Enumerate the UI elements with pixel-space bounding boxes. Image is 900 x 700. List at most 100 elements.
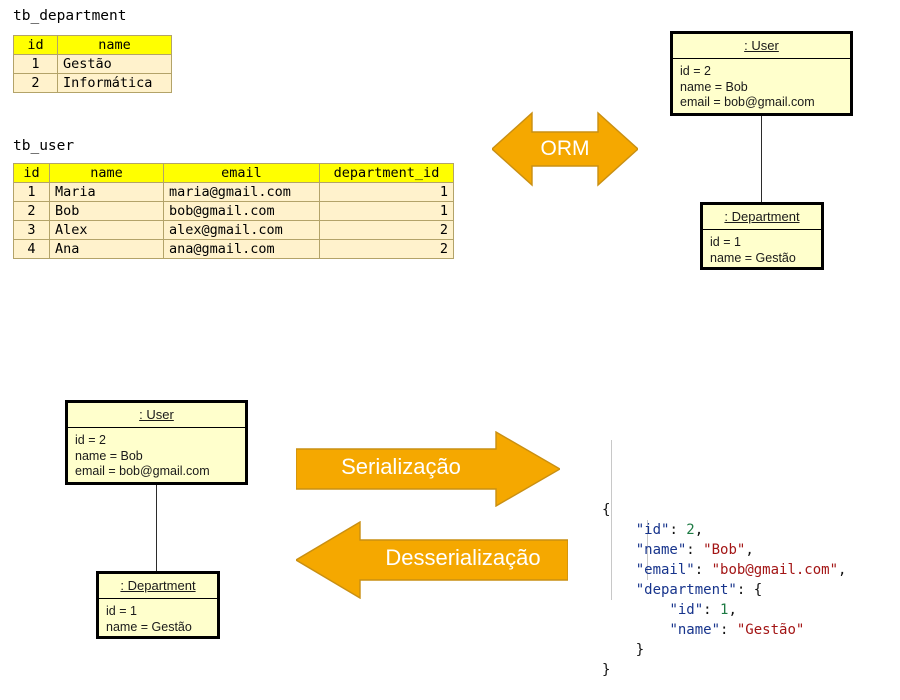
uml-title-text: : Department bbox=[724, 209, 800, 224]
table-row: 2 Bob bob@gmail.com 1 bbox=[13, 201, 454, 221]
cell-name: Gestão bbox=[57, 54, 172, 74]
uml-object-user-top: : User id = 2 name = Bob email = bob@gma… bbox=[670, 31, 853, 116]
json-token: "id" bbox=[669, 602, 704, 618]
cell-email: bob@gmail.com bbox=[163, 201, 320, 221]
json-token: "department" bbox=[635, 582, 737, 598]
table-row: 4 Ana ana@gmail.com 2 bbox=[13, 239, 454, 259]
json-line: } bbox=[602, 640, 892, 660]
cell-id: 1 bbox=[13, 54, 58, 74]
json-token: "Bob" bbox=[703, 542, 746, 558]
uml-title-text: : User bbox=[744, 38, 779, 53]
cell-id: 2 bbox=[13, 201, 50, 221]
uml-attribute: id = 1 bbox=[106, 604, 137, 618]
json-token: 1 bbox=[720, 602, 729, 618]
uml-attributes: id = 1 name = Gestão bbox=[99, 599, 217, 640]
json-token: "Gestão" bbox=[736, 622, 805, 638]
uml-title: : Department bbox=[703, 205, 821, 230]
uml-attribute: email = bob@gmail.com bbox=[75, 464, 210, 478]
uml-object-department-bottom: : Department id = 1 name = Gestão bbox=[96, 571, 220, 639]
cell-name: Maria bbox=[49, 182, 164, 202]
json-token: } bbox=[635, 642, 645, 658]
indent-guide-level-2 bbox=[647, 520, 648, 580]
json-line: "name": "Bob", bbox=[602, 540, 892, 560]
cell-department-id: 2 bbox=[319, 239, 454, 259]
column-header-id: id bbox=[13, 163, 50, 183]
uml-attribute: id = 1 bbox=[710, 235, 741, 249]
json-token: "name" bbox=[635, 542, 687, 558]
uml-attribute: name = Gestão bbox=[106, 619, 192, 634]
json-line: "id": 1, bbox=[602, 600, 892, 620]
uml-attributes: id = 2 name = Bob email = bob@gmail.com bbox=[68, 428, 245, 485]
json-line: "email": "bob@gmail.com", bbox=[602, 560, 892, 580]
serializacao-arrow-shape bbox=[296, 431, 560, 507]
uml-attributes: id = 1 name = Gestão bbox=[703, 230, 821, 271]
cell-department-id: 1 bbox=[319, 182, 454, 202]
cell-name: Ana bbox=[49, 239, 164, 259]
serializacao-arrow: Serialização bbox=[296, 431, 560, 507]
cell-department-id: 1 bbox=[319, 201, 454, 221]
json-token: , bbox=[745, 542, 754, 558]
json-lines: { "id": 2, "name": "Bob", "email": "bob@… bbox=[602, 500, 892, 680]
cell-id: 4 bbox=[13, 239, 50, 259]
uml-connector-line-bottom bbox=[156, 485, 157, 571]
json-token: : bbox=[669, 522, 687, 538]
uml-object-user-bottom: : User id = 2 name = Bob email = bob@gma… bbox=[65, 400, 248, 485]
json-line: "department": { bbox=[602, 580, 892, 600]
json-token: , bbox=[694, 522, 704, 538]
uml-connector-line-top bbox=[761, 116, 762, 202]
desserializacao-arrow: Desserialização bbox=[296, 521, 568, 599]
column-header-department-id: department_id bbox=[319, 163, 454, 183]
tb-department-table: id name 1 Gestão 2 Informática bbox=[13, 35, 172, 93]
uml-attribute: id = 2 bbox=[680, 64, 711, 78]
json-token: : bbox=[736, 582, 754, 598]
cell-email: alex@gmail.com bbox=[163, 220, 320, 240]
json-token: "name" bbox=[669, 622, 721, 638]
cell-name: Bob bbox=[49, 201, 164, 221]
json-code-block: { "id": 2, "name": "Bob", "email": "bob@… bbox=[602, 420, 892, 678]
json-token: : bbox=[694, 562, 712, 578]
json-token: 2 bbox=[686, 522, 695, 538]
cell-name: Informática bbox=[57, 73, 172, 93]
json-token: { bbox=[753, 582, 763, 598]
orm-arrow-shape bbox=[492, 111, 638, 187]
uml-title-text: : User bbox=[139, 407, 174, 422]
uml-attribute: name = Gestão bbox=[710, 250, 796, 265]
tb-department-label: tb_department bbox=[13, 8, 127, 24]
uml-attribute: id = 2 bbox=[75, 433, 106, 447]
json-token: } bbox=[602, 662, 611, 678]
cell-department-id: 2 bbox=[319, 220, 454, 240]
cell-id: 1 bbox=[13, 182, 50, 202]
json-token: { bbox=[602, 502, 611, 518]
json-token: : bbox=[686, 542, 704, 558]
tb-user-table-wrap: id name email department_id 1 Maria mari… bbox=[13, 163, 454, 259]
cell-name: Alex bbox=[49, 220, 164, 240]
uml-attribute: email = bob@gmail.com bbox=[680, 95, 815, 109]
table-row: 1 Gestão bbox=[13, 54, 172, 74]
desserializacao-arrow-shape bbox=[296, 521, 568, 599]
uml-object-department-top: : Department id = 1 name = Gestão bbox=[700, 202, 824, 270]
json-line: { bbox=[602, 500, 892, 520]
json-line: "name": "Gestão" bbox=[602, 620, 892, 640]
cell-id: 2 bbox=[13, 73, 58, 93]
cell-email: maria@gmail.com bbox=[163, 182, 320, 202]
json-token: : bbox=[703, 602, 721, 618]
indent-guide-level-1 bbox=[611, 440, 612, 600]
json-line: } bbox=[602, 660, 892, 680]
column-header-name: name bbox=[49, 163, 164, 183]
table-row: 1 Maria maria@gmail.com 1 bbox=[13, 182, 454, 202]
uml-title: : User bbox=[673, 34, 850, 59]
json-token: : bbox=[720, 622, 737, 638]
json-token: "id" bbox=[635, 522, 670, 538]
uml-title: : Department bbox=[99, 574, 217, 599]
table-header-row: id name email department_id bbox=[13, 163, 454, 183]
json-token: "email" bbox=[635, 562, 695, 578]
tb-user-label: tb_user bbox=[13, 138, 75, 154]
orm-arrow: ORM bbox=[492, 110, 638, 188]
cell-email: ana@gmail.com bbox=[163, 239, 320, 259]
json-token: "bob@gmail.com" bbox=[711, 562, 839, 578]
json-token: , bbox=[838, 562, 847, 578]
column-header-name: name bbox=[57, 35, 172, 55]
table-row: 3 Alex alex@gmail.com 2 bbox=[13, 220, 454, 240]
json-line: "id": 2, bbox=[602, 520, 892, 540]
uml-title-text: : Department bbox=[120, 578, 196, 593]
